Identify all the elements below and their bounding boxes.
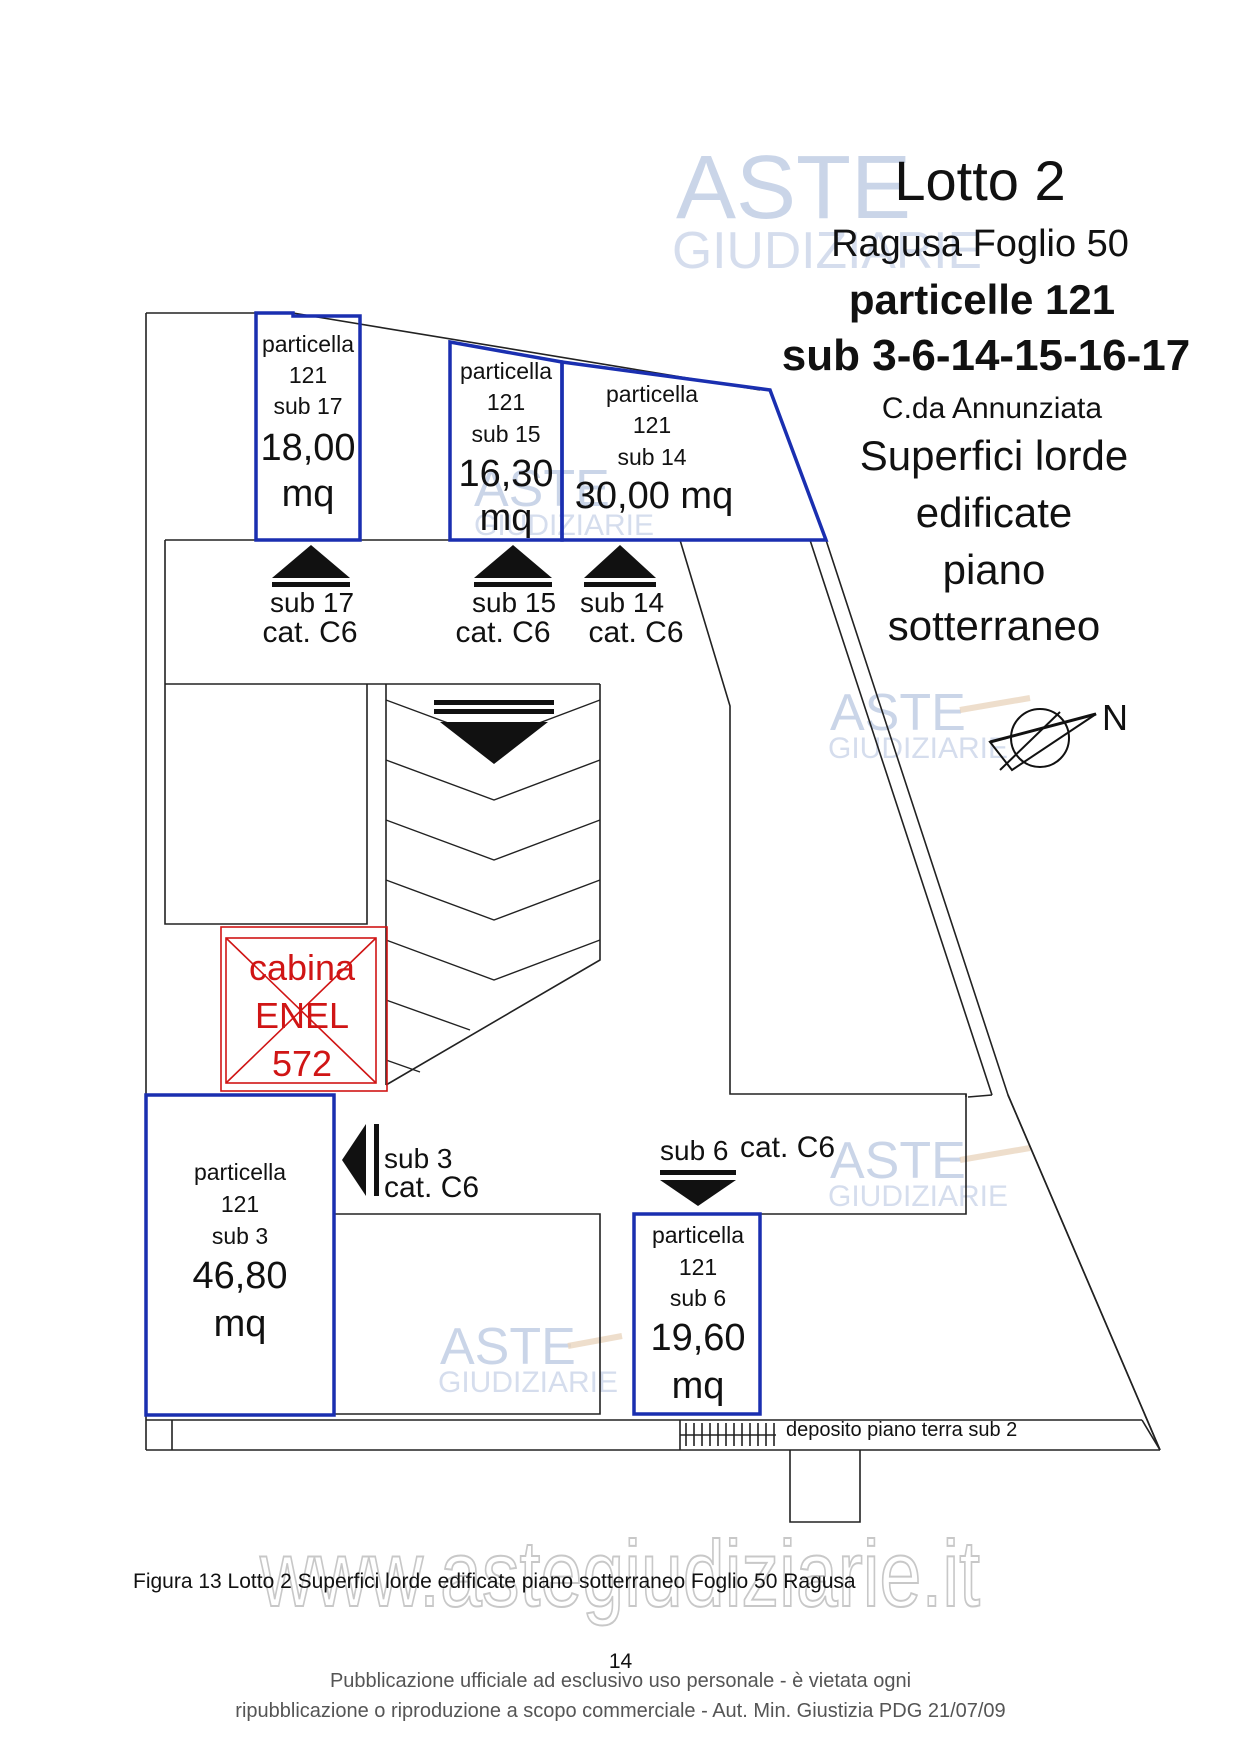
svg-text:cabina: cabina xyxy=(249,947,356,988)
access-sub6-sub: sub 6 xyxy=(660,1135,729,1166)
particelle-label: particelle 121 xyxy=(849,276,1115,323)
svg-text:572: 572 xyxy=(272,1043,332,1084)
svg-text:particella: particella xyxy=(460,358,552,384)
location-label: C.da Annunziata xyxy=(882,392,1102,425)
subs-label: sub 3-6-14-15-16-17 xyxy=(782,331,1190,380)
desc-line-4: sotterraneo xyxy=(888,602,1100,649)
svg-text:121: 121 xyxy=(679,1254,717,1280)
desc-line-1: Superfici lorde xyxy=(860,432,1128,479)
unit-sub17: particella 121 sub 17 18,00 mq xyxy=(254,311,362,542)
ramp-chevrons xyxy=(385,699,601,1073)
entry-arrows xyxy=(272,545,736,1206)
svg-text:GIUDIZIARIE: GIUDIZIARIE xyxy=(672,222,982,280)
svg-text:GIUDIZIARIE: GIUDIZIARIE xyxy=(474,509,654,542)
svg-text:particella: particella xyxy=(194,1159,286,1185)
svg-text:particella: particella xyxy=(606,381,698,407)
watermark-small-2: ASTE GIUDIZIARIE xyxy=(828,684,1031,765)
lotto-title: Lotto 2 xyxy=(894,149,1065,212)
svg-text:mq: mq xyxy=(672,1365,725,1407)
svg-text:GIUDIZIARIE: GIUDIZIARIE xyxy=(828,732,1008,765)
desc-line-3: piano xyxy=(943,546,1046,593)
svg-text:121: 121 xyxy=(289,362,327,388)
page-number: 14 xyxy=(608,1650,633,1673)
svg-text:sub 17: sub 17 xyxy=(273,393,342,419)
unit-sub14: particella 121 sub 14 30,00 mq xyxy=(560,359,829,542)
unit-sub15: particella 121 sub 15 16,30 mq xyxy=(448,339,564,542)
access-labels: sub 17 cat. C6 sub 15 cat. C6 sub 14 cat… xyxy=(262,587,835,1204)
svg-text:121: 121 xyxy=(221,1191,259,1217)
svg-text:particella: particella xyxy=(652,1222,744,1248)
watermark-small-1: ASTE GIUDIZIARIE xyxy=(474,460,654,542)
watermark-large: ASTE GIUDIZIARIE xyxy=(672,138,982,280)
svg-text:ASTE: ASTE xyxy=(474,460,610,518)
unit-sub6: particella 121 sub 6 19,60 mq xyxy=(632,1212,762,1416)
access-sub15-sub: sub 15 xyxy=(472,587,556,618)
access-sub17-sub: sub 17 xyxy=(270,587,354,618)
svg-text:ASTE: ASTE xyxy=(676,138,911,238)
svg-text:mq: mq xyxy=(282,473,335,515)
notice-line-2: ripubblicazione o riproduzione a scopo c… xyxy=(235,1700,1006,1722)
svg-text:sub 3: sub 3 xyxy=(212,1223,268,1249)
desc-line-2: edificate xyxy=(916,489,1072,536)
svg-text:sub 6: sub 6 xyxy=(670,1285,726,1311)
svg-text:sub 14: sub 14 xyxy=(617,444,686,470)
svg-text:GIUDIZIARIE: GIUDIZIARIE xyxy=(828,1180,1008,1213)
svg-text:ASTE: ASTE xyxy=(830,684,966,742)
cabina-enel: cabina ENEL 572 xyxy=(220,926,388,1092)
access-sub15-cat: cat. C6 xyxy=(455,616,550,649)
svg-text:GIUDIZIARIE: GIUDIZIARIE xyxy=(438,1366,618,1399)
svg-text:ASTE: ASTE xyxy=(830,1132,966,1190)
svg-text:121: 121 xyxy=(633,412,671,438)
deposito-label: deposito piano terra sub 2 xyxy=(786,1419,1017,1441)
north-arrow-icon xyxy=(988,708,1097,772)
svg-text:19,60: 19,60 xyxy=(650,1317,745,1359)
svg-text:particella: particella xyxy=(262,331,354,357)
access-sub14-cat: cat. C6 xyxy=(588,616,683,649)
access-sub17-cat: cat. C6 xyxy=(262,616,357,649)
access-sub3-sub: sub 3 xyxy=(384,1143,453,1174)
plan-header: Lotto 2 Ragusa Foglio 50 particelle 121 … xyxy=(782,149,1190,649)
watermark-small-3: ASTE GIUDIZIARIE xyxy=(828,1132,1031,1213)
svg-text:121: 121 xyxy=(487,389,525,415)
svg-text:30,00 mq: 30,00 mq xyxy=(575,475,733,517)
svg-text:mq: mq xyxy=(214,1303,267,1345)
svg-text:mq: mq xyxy=(480,497,533,539)
access-sub14-sub: sub 14 xyxy=(580,587,664,618)
north-label: N xyxy=(1102,697,1128,738)
svg-text:16,30: 16,30 xyxy=(458,453,553,495)
svg-text:18,00: 18,00 xyxy=(260,427,355,469)
access-sub6-cat: cat. C6 xyxy=(740,1131,835,1164)
svg-text:ASTE: ASTE xyxy=(440,1318,576,1376)
watermark-small-4: ASTE GIUDIZIARIE xyxy=(438,1318,623,1399)
svg-text:sub 15: sub 15 xyxy=(471,421,540,447)
watermark-url: www.astegiudiziarie.it xyxy=(259,1521,980,1626)
svg-text:46,80: 46,80 xyxy=(192,1255,287,1297)
svg-text:ENEL: ENEL xyxy=(255,995,349,1036)
figure-caption: Figura 13 Lotto 2 Superfici lorde edific… xyxy=(133,1570,856,1593)
unit-sub3: particella 121 sub 3 46,80 mq xyxy=(144,1093,336,1417)
notice-line-1: Pubblicazione ufficiale ad esclusivo uso… xyxy=(329,1670,912,1692)
access-sub3-cat: cat. C6 xyxy=(384,1171,479,1204)
foglio-label: Ragusa Foglio 50 xyxy=(831,223,1129,265)
